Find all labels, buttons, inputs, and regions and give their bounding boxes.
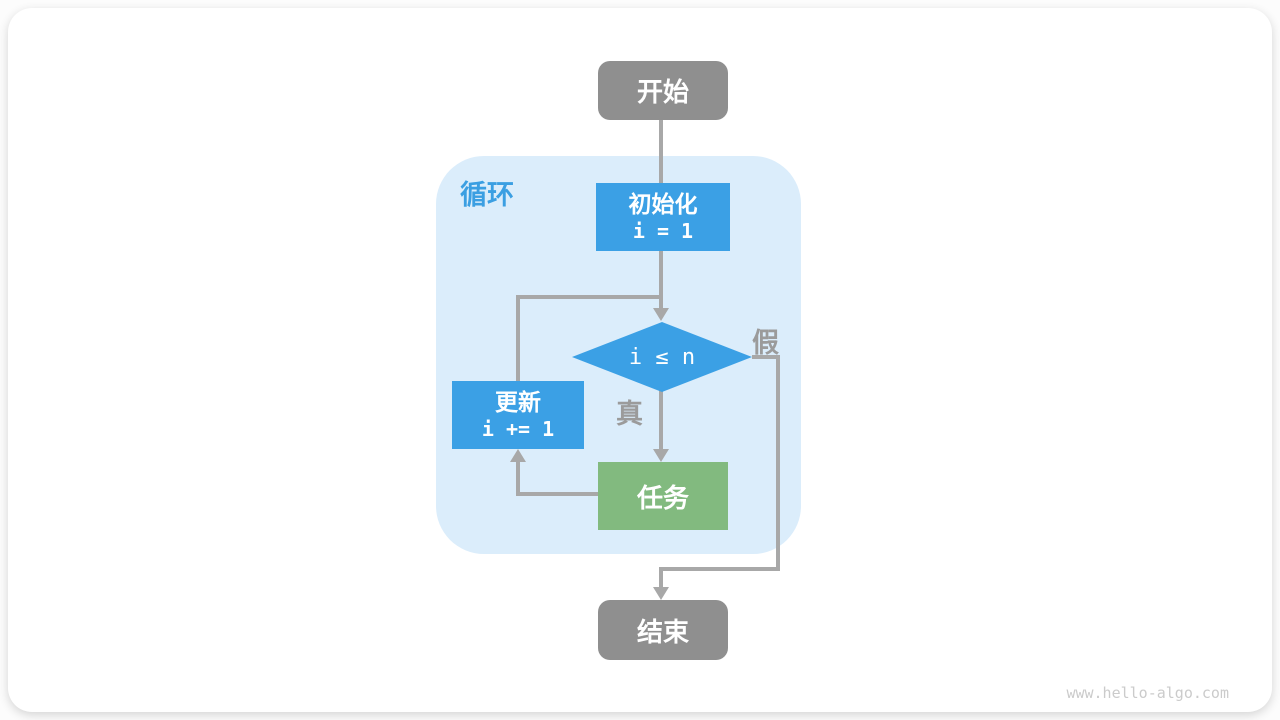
node-init: 初始化 i = 1 [596, 183, 730, 251]
edge-start-to-init [659, 120, 663, 184]
node-task-label: 任务 [636, 482, 689, 513]
node-end-label: 结束 [636, 616, 689, 647]
loop-scope-label: 循环 [460, 180, 514, 210]
diagram-card: 循环 开始 初始化 i = 1 i ≤ n 更新 i += 1 任务 结束 真 … [8, 8, 1272, 712]
edge-update-feedback-horizontal [516, 295, 663, 299]
node-start-label: 开始 [636, 77, 689, 107]
edge-task-to-update-vertical [516, 460, 520, 496]
edge-condition-to-task [659, 390, 663, 450]
edge-init-to-condition [659, 251, 663, 311]
node-start: 开始 [598, 61, 728, 120]
arrowhead-into-condition [653, 308, 669, 321]
node-init-code: i = 1 [632, 219, 694, 243]
node-task: 任务 [598, 462, 728, 530]
node-end: 结束 [598, 600, 728, 660]
edge-condition-false-vertical [776, 355, 780, 571]
node-init-label: 初始化 [628, 191, 698, 217]
edge-condition-false-horizontal [752, 355, 780, 359]
arrowhead-into-task [653, 449, 669, 462]
arrowhead-into-end [653, 587, 669, 600]
arrowhead-into-update [510, 449, 526, 462]
edge-task-to-update-horizontal [516, 492, 598, 496]
edge-label-true: 真 [616, 399, 643, 429]
node-condition-label: i ≤ n [628, 344, 696, 370]
edge-label-false: 假 [752, 328, 779, 358]
edge-update-feedback-vertical [516, 295, 520, 381]
node-update-code: i += 1 [481, 417, 555, 441]
edge-false-to-end-vertical [659, 567, 663, 589]
edge-false-to-end-horizontal [659, 567, 780, 571]
node-update: 更新 i += 1 [452, 381, 584, 449]
node-update-label: 更新 [495, 389, 541, 415]
watermark-text: www.hello-algo.com [1066, 684, 1229, 702]
